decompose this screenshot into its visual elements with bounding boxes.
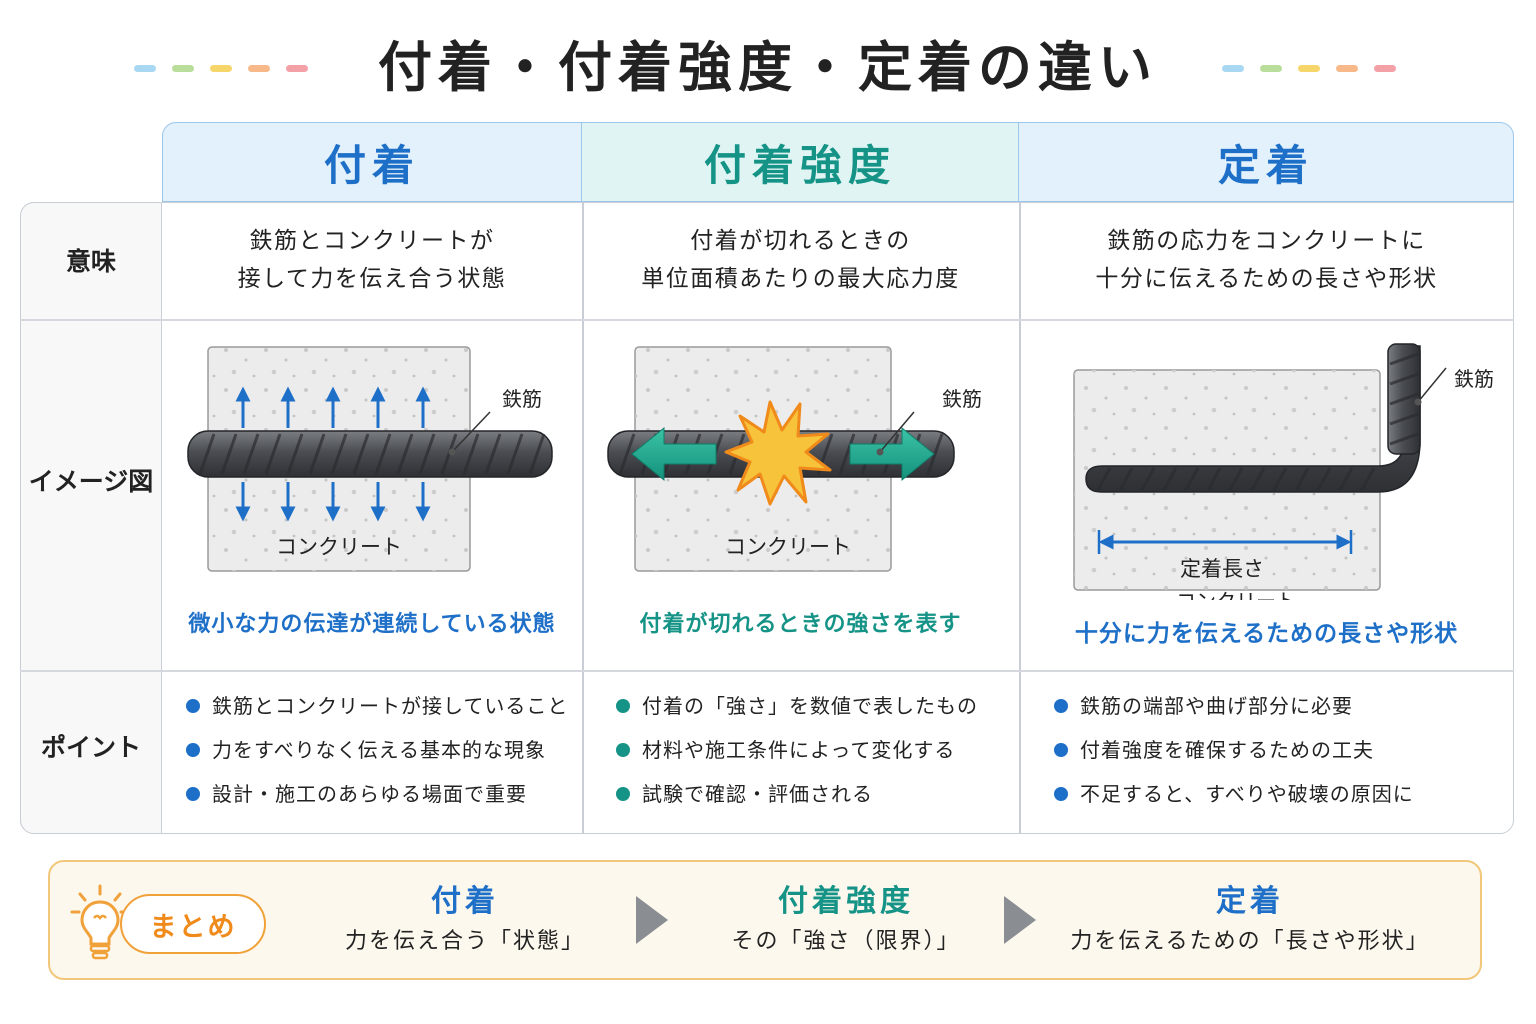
row-label-column	[20, 202, 162, 834]
label-rebar: 鉄筋	[1454, 367, 1494, 391]
page-title: 付着・付着強度・定着の違い	[378, 36, 1158, 99]
list-item: 付着強度を確保するための工夫	[1054, 728, 1414, 772]
label-concrete: コンクリート	[725, 535, 851, 559]
label-anchorage-length: 定着長さ	[1180, 557, 1264, 581]
decorative-dashes-right	[1222, 65, 1396, 72]
label-rebar: 鉄筋	[942, 387, 982, 411]
list-item: 力をすべりなく伝える基本的な現象	[186, 728, 568, 772]
label-concrete: コンクリート	[276, 535, 402, 559]
row-label-image: イメージ図	[28, 467, 154, 496]
points-teichaku: 鉄筋の端部や曲げ部分に必要 付着強度を確保するための工夫 不足すると、すべりや破…	[1054, 684, 1414, 816]
title-row: 付着・付着強度・定着の違い	[0, 28, 1536, 108]
summary-badge: まとめ	[120, 894, 266, 954]
summary-item-fuchaku: 付着 力を伝え合う「状態」	[344, 884, 585, 954]
caption-teichaku: 十分に力を伝えるための長さや形状	[1074, 621, 1459, 647]
lightbulb-icon	[70, 884, 130, 960]
column-header-teichaku: 定着	[1019, 122, 1514, 202]
comparison-table: 付着 付着強度 定着 意味 イメージ図 ポイント 鉄筋とコンクリートが接して力を…	[20, 122, 1514, 834]
bond-diagram: 鉄筋 コンクリート	[187, 346, 553, 572]
arrow-right-icon	[1004, 896, 1036, 944]
up-arrows	[235, 386, 431, 428]
points-fuchaku: 鉄筋とコンクリートが接していること 力をすべりなく伝える基本的な現象 設計・施工…	[186, 684, 568, 816]
down-arrows	[235, 482, 431, 522]
column-header-fuchaku-kyodo: 付着強度	[582, 122, 1019, 202]
column-header-fuchaku: 付着	[162, 122, 582, 202]
list-item: 付着の「強さ」を数値で表したもの	[616, 684, 978, 728]
summary-item-teichaku: 定着 力を伝えるための「長さや形状」	[1070, 884, 1430, 954]
list-item: 鉄筋の端部や曲げ部分に必要	[1054, 684, 1414, 728]
right-arrow	[849, 426, 935, 482]
meaning-fuchaku-kyodo: 付着が切れるときの単位面積あたりの最大応力度	[641, 228, 960, 292]
caption-fuchaku-kyodo: 付着が切れるときの強さを表す	[639, 612, 962, 637]
left-arrow	[631, 426, 717, 482]
burst-shape	[724, 400, 832, 506]
arrow-right-icon	[636, 896, 668, 944]
caption-fuchaku: 微小な力の伝達が連続している状態	[188, 612, 556, 637]
list-item: 材料や施工条件によって変化する	[616, 728, 978, 772]
row-label-meaning: 意味	[65, 247, 116, 276]
meaning-teichaku: 鉄筋の応力をコンクリートに十分に伝えるための長さや形状	[1095, 228, 1438, 292]
meaning-fuchaku: 鉄筋とコンクリートが接して力を伝え合う状態	[237, 228, 507, 292]
summary-box: まとめ 付着 力を伝え合う「状態」 付着強度 その「強さ（限界）」 定着 力を伝…	[48, 860, 1482, 980]
list-item: 試験で確認・評価される	[616, 772, 978, 816]
row-label-points: ポイント	[40, 733, 141, 762]
decorative-dashes-left	[134, 65, 308, 72]
list-item: 鉄筋とコンクリートが接していること	[186, 684, 568, 728]
list-item: 不足すると、すべりや破壊の原因に	[1054, 772, 1414, 816]
bond-strength-diagram: 鉄筋 コンクリート	[607, 346, 982, 572]
list-item: 設計・施工のあらゆる場面で重要	[186, 772, 568, 816]
label-concrete: コンクリート	[1176, 589, 1296, 600]
points-fuchaku-kyodo: 付着の「強さ」を数値で表したもの 材料や施工条件によって変化する 試験で確認・評…	[616, 684, 978, 816]
anchorage-diagram: 鉄筋 定着長さ コンクリート	[1073, 343, 1494, 600]
label-rebar: 鉄筋	[502, 387, 542, 411]
summary-item-fuchaku-kyodo: 付着強度 その「強さ（限界）」	[731, 884, 961, 954]
